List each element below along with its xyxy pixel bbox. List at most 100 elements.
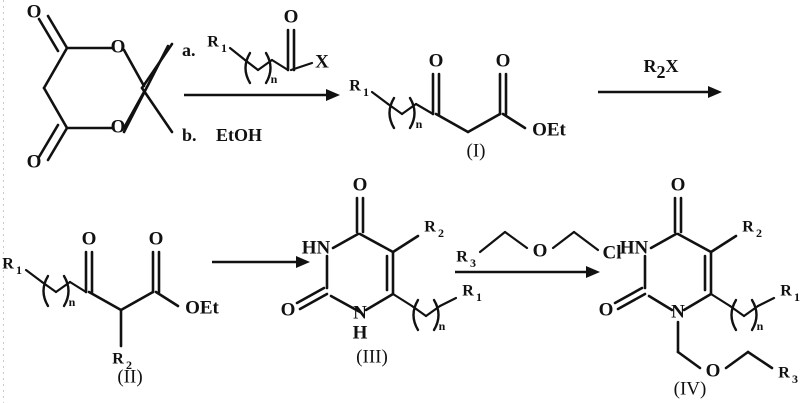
reagent-acyl-halide: R 1 n O X (207, 6, 329, 85)
paren-right-compound-I (408, 96, 416, 130)
bond-IV-c4-c5 (676, 232, 713, 254)
r1-label-compound-III: R (462, 283, 474, 300)
ethanol-label: EtOH (216, 125, 262, 145)
bond-reagent-a-r1-ch2 (228, 46, 247, 62)
reagent-chloromethyl-ether: R 3 O Cl (456, 230, 622, 270)
paren-right-compound-IV (750, 298, 758, 332)
oxygen-label-III-c2: O (281, 299, 296, 320)
bond-c4-o-double-a (46, 14, 69, 50)
bond-reagent-r3-ch2 (478, 230, 507, 254)
r2-sub-compound-II: 2 (126, 358, 132, 372)
oxygen-label-meldrum-bottom: O (27, 151, 42, 172)
bond-IV-c6-chain (709, 292, 732, 308)
n-label-compound-I: n (416, 117, 423, 131)
reaction-arrow-1-group: a. b. EtOH (182, 40, 340, 145)
r2-label-compound-IV: R (742, 219, 754, 236)
structure-compound-II: R 1 n O R 2 O OEt (2, 228, 219, 371)
bond-III-c2-o-b (295, 286, 326, 305)
bond-I-oet (501, 112, 527, 130)
oxygen-label-III-c4: O (353, 174, 368, 195)
bond-III-c6-n1 (364, 292, 395, 312)
reagent-r2x-tail: X (666, 56, 679, 76)
reagent-r2x-label: R (644, 56, 658, 76)
n1-label-compound-III: N (353, 302, 367, 323)
arrow-1-head (326, 89, 340, 101)
oet-label-compound-II: OEt (185, 297, 219, 318)
bond-reagent-a-ch2c (270, 58, 290, 72)
oxygen-label-II-ester: O (149, 228, 164, 249)
bond-II-chain-c (68, 280, 88, 294)
bond-III-c2-o-a (298, 292, 329, 311)
bond-reagent-ch2-cl (572, 230, 600, 252)
oxygen-label-reagent-a: O (284, 6, 299, 27)
oxygen-label-I-ketone: O (429, 50, 444, 71)
n1-h-label-compound-III: H (353, 322, 368, 343)
reaction-arrow-3-group (212, 256, 310, 268)
bond-III-n1-c2 (329, 294, 362, 314)
arrow-2-head (708, 86, 722, 98)
step-b-label: b. (182, 125, 197, 145)
oxygen-label-reagent-ether: O (533, 240, 548, 261)
halide-x-label-reagent-a: X (315, 51, 329, 72)
scan-edge-artifact (3, 0, 4, 403)
bond-IV-o-ch2b (724, 350, 750, 370)
reaction-arrow-4-group (455, 266, 600, 278)
bond-IV-c5-r2 (709, 234, 738, 254)
bond-c6-o-double-a (46, 126, 69, 162)
arrow-3-head (296, 256, 310, 268)
n-label-compound-III: n (439, 319, 446, 333)
r3-label-reagent: R (456, 249, 468, 266)
bond-III-c6-chain (391, 292, 414, 308)
oxygen-label-IV-c2: O (599, 299, 614, 320)
bond-IV-c2-o-b (613, 286, 644, 305)
bond-I-alpha-a (434, 112, 470, 134)
r2-sub-compound-IV: 2 (756, 226, 762, 240)
r2-label-compound-II: R (112, 351, 124, 368)
bond-IV-n1-c2 (647, 294, 674, 312)
oxygen-label-IV-c4: O (671, 174, 686, 195)
paren-right-compound-II (62, 274, 70, 308)
bond-IV-c6-n1 (682, 292, 713, 312)
bond-II-alpha-b (119, 290, 155, 312)
paren-left-compound-IV (730, 298, 738, 332)
compound-label-III: (III) (356, 346, 388, 367)
oxygen-label-I-ester: O (496, 50, 511, 71)
bond-IV-chain-c (756, 296, 776, 308)
r1-sub-compound-III: 1 (476, 290, 482, 304)
chlorine-label-reagent: Cl (603, 242, 622, 263)
n-label-reagent-a: n (271, 72, 278, 86)
hn-label-compound-IV: HN (620, 237, 649, 258)
r2-sub-compound-III: 2 (438, 226, 444, 240)
compound-label-IV: (IV) (674, 378, 707, 399)
r2-label-compound-III: R (424, 219, 436, 236)
paren-right-compound-III (432, 298, 440, 332)
bond-c6-o-double-b (37, 123, 60, 159)
bond-I-r1-chain (370, 90, 390, 106)
paren-left-compound-II (42, 274, 50, 308)
bond-c5-c4 (42, 46, 69, 90)
paren-left-compound-I (388, 96, 396, 130)
r1-sub-reagent-a: 1 (221, 41, 227, 55)
bond-IV-ch2b-r3 (746, 350, 774, 370)
paren-left-reagent-a (244, 51, 252, 85)
bond-I-chain-c (414, 102, 435, 116)
bond-reagent-o-ch2 (551, 230, 576, 250)
n-label-compound-II: n (69, 295, 76, 309)
r1-label-reagent-a: R (207, 34, 219, 51)
oxygen-label-IV-sidechain: O (706, 360, 721, 381)
paren-left-compound-III (412, 298, 420, 332)
bond-IV-ch2-o (676, 350, 702, 370)
bond-II-alpha-a (87, 290, 123, 312)
bond-methyl-cross-a (122, 44, 170, 134)
structure-compound-III: O O HN N H R 2 n R 1 (III) (281, 174, 482, 367)
step-a-label: a. (182, 40, 196, 60)
oxygen-label-II-ketone: O (82, 228, 97, 249)
bond-II-r1-chain (24, 268, 44, 284)
bond-IV-n3-c4 (649, 232, 678, 250)
bond-II-oet (154, 290, 180, 308)
paren-right-reagent-a (264, 51, 272, 85)
oet-label-compound-I: OEt (532, 119, 566, 140)
structure-compound-IV: O O HN N R 2 n R 1 O (599, 174, 800, 399)
structure-meldrums-acid: O O O O (27, 1, 174, 172)
